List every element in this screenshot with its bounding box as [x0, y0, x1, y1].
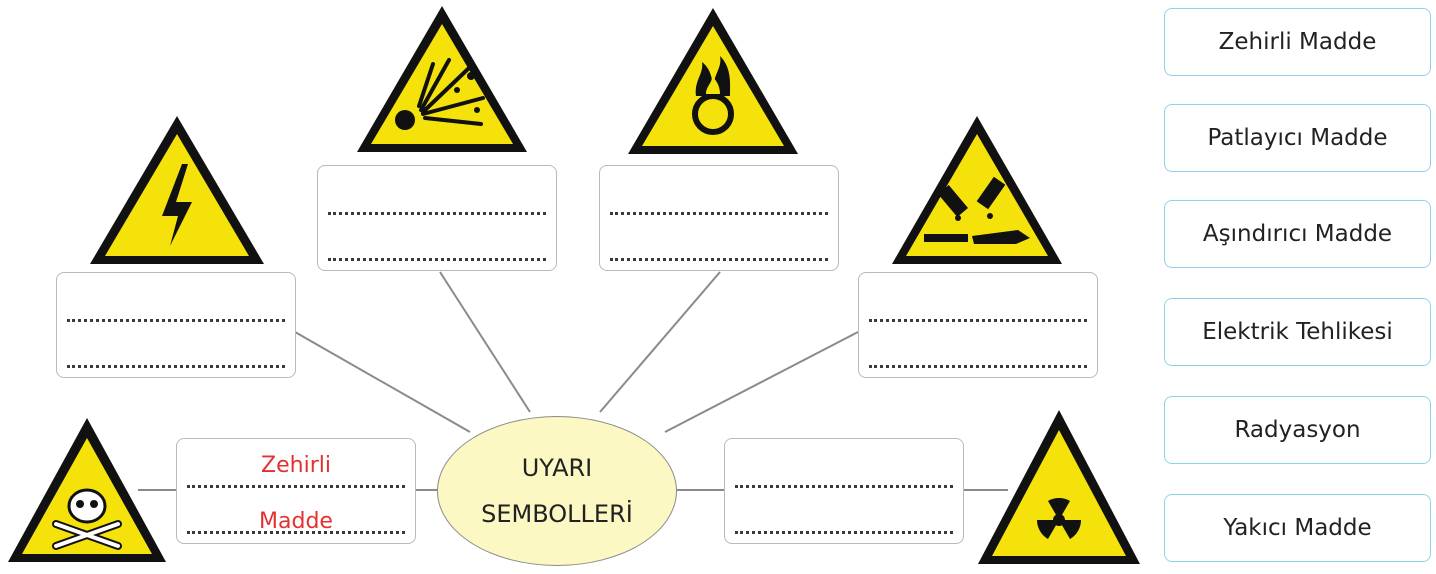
option-label[interactable]: Radyasyon — [1164, 396, 1431, 464]
option-label[interactable]: Zehirli Madde — [1164, 8, 1431, 76]
option-label[interactable]: Patlayıcı Madde — [1164, 104, 1431, 172]
answer-line — [67, 365, 285, 368]
option-label[interactable]: Aşındırıcı Madde — [1164, 200, 1431, 268]
answer-line — [187, 485, 405, 488]
answer-line — [610, 212, 828, 215]
oxidizing-flame-icon — [628, 8, 798, 154]
answer-box-corrosive[interactable] — [858, 272, 1098, 378]
center-topic: UYARI SEMBOLLERİ — [437, 416, 677, 566]
answer-line — [869, 365, 1087, 368]
answer-box-poison[interactable]: Zehirli Madde — [176, 438, 416, 544]
skull-poison-icon — [8, 418, 166, 562]
answer-line — [187, 531, 405, 534]
answer-line — [735, 531, 953, 534]
option-label[interactable]: Yakıcı Madde — [1164, 494, 1431, 562]
center-title-line2: SEMBOLLERİ — [481, 500, 633, 528]
connector-corrosive — [664, 331, 859, 433]
explosive-icon — [357, 6, 527, 152]
corrosive-icon — [892, 116, 1062, 264]
answer-line — [328, 212, 546, 215]
option-label[interactable]: Elektrik Tehlikesi — [1164, 298, 1431, 366]
answer-box-electric[interactable] — [56, 272, 296, 378]
answer-line — [869, 319, 1087, 322]
connector-electric — [294, 331, 471, 433]
answer-box-explosive[interactable] — [317, 165, 557, 271]
answer-line — [328, 258, 546, 261]
answer-box-radiation[interactable] — [724, 438, 964, 544]
answer-line — [735, 485, 953, 488]
center-title-line1: UYARI — [521, 454, 593, 482]
answer-box-oxidizing[interactable] — [599, 165, 839, 271]
electric-hazard-icon — [90, 116, 264, 264]
radiation-icon — [978, 410, 1140, 564]
answer-text-line2: Madde — [259, 509, 333, 534]
answer-line — [67, 319, 285, 322]
answer-text-line1: Zehirli — [261, 453, 331, 478]
connector-explosive — [439, 271, 531, 413]
connector-oxidizing — [599, 271, 721, 413]
answer-line — [610, 258, 828, 261]
